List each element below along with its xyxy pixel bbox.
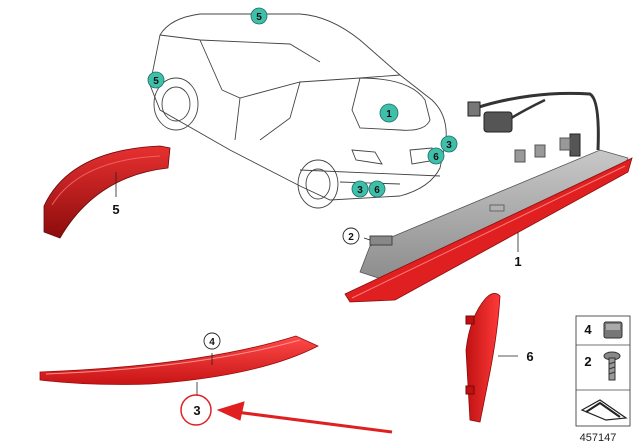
part-6-label: 6: [526, 349, 533, 364]
part-6-reflector: 6: [465, 293, 534, 423]
arrow-head-icon: [216, 401, 245, 421]
part-1-label: 1: [514, 254, 521, 269]
part-5-reflector: 5: [43, 145, 171, 239]
part-2-callout: 2: [342, 227, 360, 245]
car-callouts: 5 5 1 3 6 3 6: [147, 7, 458, 198]
car-callout-1-text: 1: [386, 109, 392, 120]
part-1-brake-light: 2 1: [342, 91, 633, 303]
car-callout-6-right: 6: [427, 147, 445, 165]
car-callout-5-side: 5: [147, 71, 165, 89]
car-outline: [149, 13, 447, 209]
clip-nut-icon: [603, 321, 623, 339]
legend-2-label: 2: [584, 354, 591, 369]
part-2-callout-text: 2: [348, 232, 354, 243]
car-callout-1: 1: [379, 103, 399, 123]
car-callout-6-right-text: 6: [433, 152, 439, 163]
screw-icon: [603, 351, 621, 381]
highlight-arrow: [235, 410, 393, 434]
part-3-label: 3: [193, 403, 200, 418]
legend-4-label: 4: [584, 322, 592, 337]
hardware-legend: 4 2: [575, 315, 631, 427]
connector-icon: [483, 111, 513, 133]
reference-number: 457147: [580, 432, 617, 444]
car-callout-5-roof: 5: [250, 7, 268, 25]
car-callout-5-side-text: 5: [153, 76, 159, 87]
part-3-highlight-circle: [180, 394, 212, 426]
part-4-callout: 4: [203, 332, 221, 350]
car-callout-6-left-text: 6: [374, 185, 380, 196]
car-callout-6-left: 6: [368, 180, 386, 198]
car-callout-5-roof-text: 5: [256, 12, 262, 23]
part-4-callout-text: 4: [209, 337, 215, 348]
car-callout-3-right: 3: [440, 135, 458, 153]
car-callout-3-left: 3: [351, 180, 369, 198]
bracket-icon: [580, 399, 628, 421]
part-5-label: 5: [112, 202, 119, 217]
car-callout-3-left-text: 3: [357, 185, 363, 196]
part-3-reflector: 4 3: [39, 332, 393, 434]
car-callout-3-right-text: 3: [446, 140, 452, 151]
